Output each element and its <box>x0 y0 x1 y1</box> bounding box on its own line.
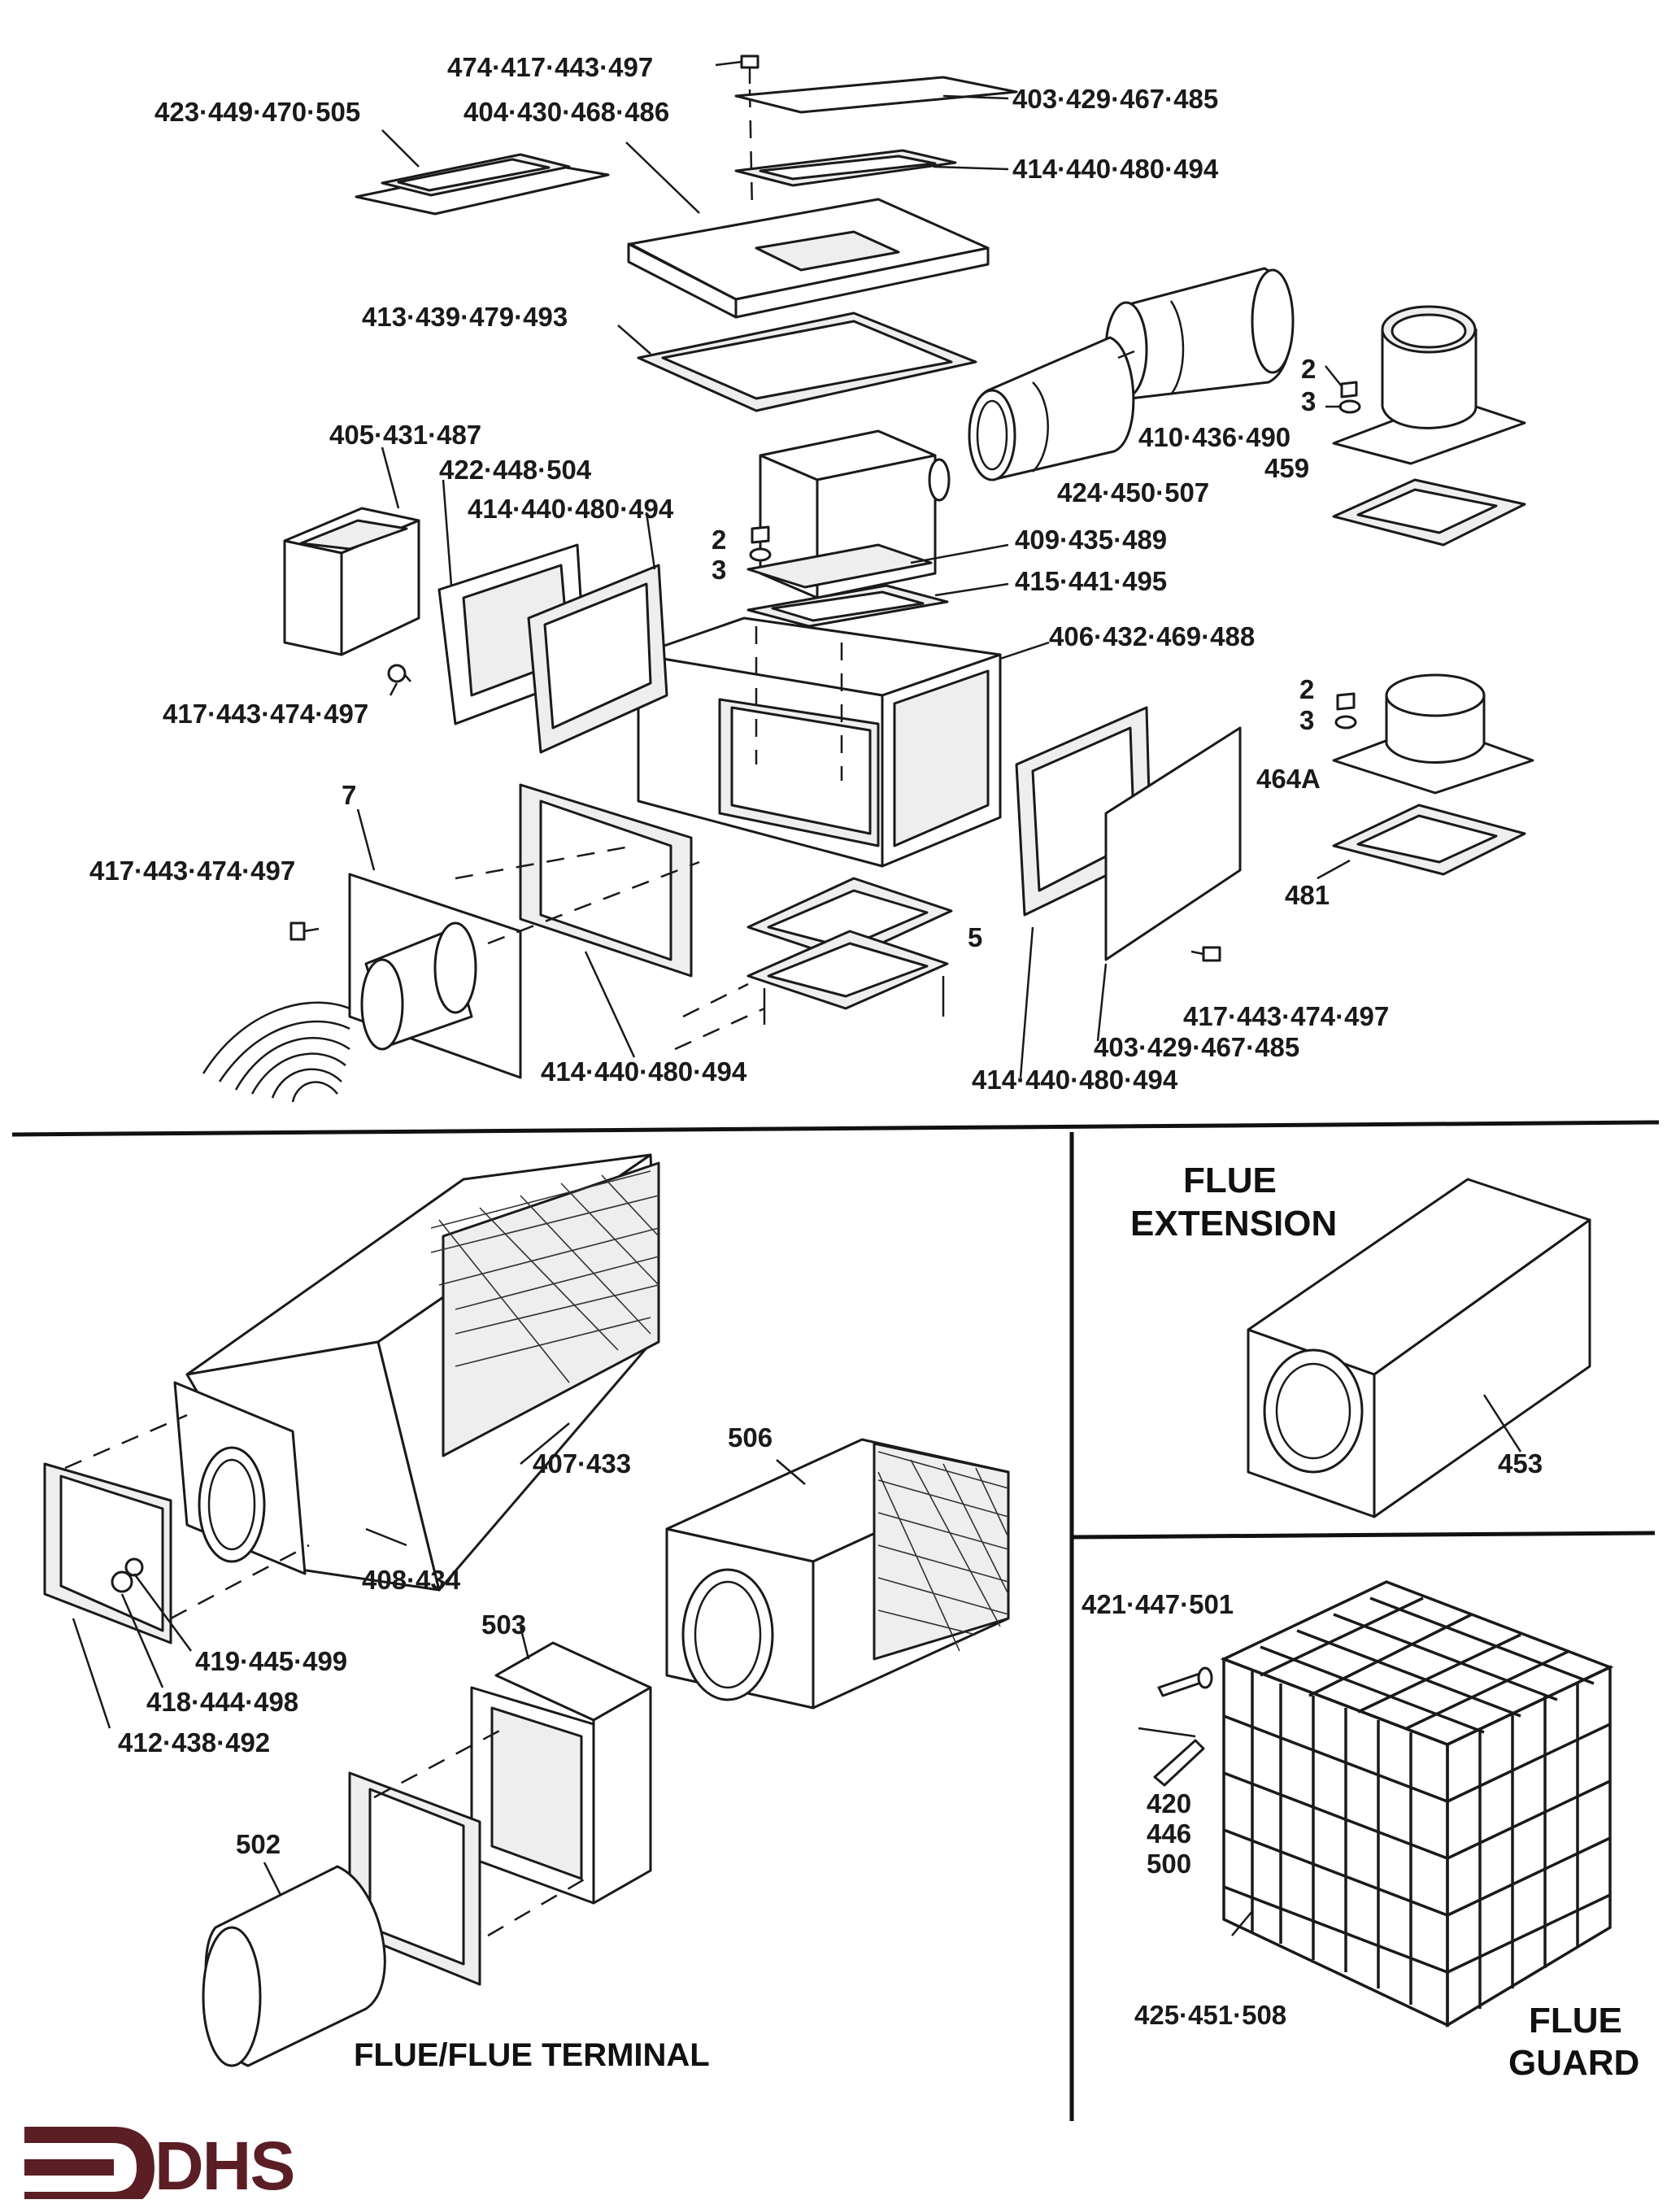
bottom-frame <box>746 877 953 1025</box>
wall-plate <box>43 1462 172 1644</box>
label-frame: 422·448·504 <box>439 455 592 485</box>
side-cover <box>1104 726 1242 961</box>
label-terminal-nut: 419·445·499 <box>195 1646 348 1676</box>
label-top-plate: 404·430·468·486 <box>464 97 670 127</box>
label-terminal-washer: 418·444·498 <box>146 1687 299 1717</box>
dhs-logo-text: DHS <box>155 2128 295 2204</box>
nut-a <box>1340 381 1358 399</box>
flue-guard-title-line1: FLUE <box>1529 2001 1622 2041</box>
label-spigot: 459 <box>1264 453 1310 483</box>
label-bottom-gasket: 481 <box>1285 880 1330 910</box>
bottom-gasket <box>1332 804 1526 876</box>
spigot <box>1332 305 1526 465</box>
label-small-gasket: 414·440·480·494 <box>1012 154 1219 184</box>
label-terminal-pipe: 502 <box>236 1829 281 1859</box>
nut-b <box>751 525 770 544</box>
label-washer-b: 3 <box>712 555 727 585</box>
washer-a <box>1338 399 1361 414</box>
label-fan-plate: 415·441·495 <box>1015 566 1168 596</box>
flue-guard <box>1220 1580 1614 2028</box>
label-open-box: 405·431·487 <box>329 420 482 450</box>
terminal-nut <box>124 1557 144 1577</box>
flue-guard-title-line2: GUARD <box>1508 2043 1640 2083</box>
label-duct: 407·433 <box>533 1448 632 1479</box>
label-left-screw: 417·443·474·497 <box>163 699 369 729</box>
right-divider <box>1071 1531 1656 1540</box>
flue-pipe-adaptor <box>1104 267 1295 400</box>
label-guard-plug-2: 446 <box>1147 1819 1192 1849</box>
label-washer-a: 3 <box>1301 386 1317 416</box>
label-sleeve: 408·434 <box>362 1565 461 1595</box>
label-fan-gasket: 409·435·489 <box>1015 525 1168 555</box>
top-screw <box>715 54 759 84</box>
washer-c <box>1334 715 1357 730</box>
washer-b <box>749 547 772 562</box>
label-collar: 464A <box>1256 764 1321 794</box>
label-nut-a: 2 <box>1301 354 1317 384</box>
fan-plate <box>746 584 949 628</box>
collar <box>1332 673 1534 795</box>
label-large-gasket: 413·439·479·493 <box>362 302 568 332</box>
label-side-cover: 403·429·467·485 <box>1094 1032 1300 1062</box>
label-flue-pipe: 424·450·507 <box>1057 477 1210 507</box>
terminal-washer <box>111 1570 133 1593</box>
label-side-gasket: 414·440·480·494 <box>468 494 674 524</box>
flue-pipe <box>968 336 1135 481</box>
flexible-hose <box>202 1001 350 1103</box>
flue-duct <box>185 1153 660 1592</box>
label-nut-b: 2 <box>712 525 727 555</box>
guard-screw <box>1157 1666 1213 1697</box>
label-guard-plug-3: 500 <box>1147 1849 1192 1879</box>
label-guard: 425·451·508 <box>1134 2000 1287 2030</box>
label-cover-plate: 403·429·467·485 <box>1012 84 1219 114</box>
label-guard-screw: 421·447·501 <box>1082 1589 1234 1619</box>
label-part-7: 7 <box>342 780 357 810</box>
label-adaptor: 410·436·490 <box>1138 422 1291 452</box>
cover-plate <box>734 76 1018 114</box>
label-washer-c: 3 <box>1299 705 1315 735</box>
label-terminal-plate: 423·449·470·505 <box>155 97 361 127</box>
small-gasket <box>734 149 957 187</box>
label-terminal-box: 503 <box>481 1609 527 1640</box>
fan-gasket <box>746 543 933 589</box>
label-rear-gasket: 414·440·480·494 <box>972 1065 1178 1095</box>
flue-terminal-title: FLUE/FLUE TERMINAL <box>354 2037 710 2073</box>
front-plate <box>348 873 522 1079</box>
left-screw <box>387 664 411 683</box>
label-right-screw: 417·443·474·497 <box>1183 1001 1390 1031</box>
terminal-sleeve <box>173 1381 307 1575</box>
label-front-screw: 417·443·474·497 <box>89 856 296 886</box>
housing <box>637 616 1002 868</box>
terminal-plate <box>355 153 610 216</box>
open-box <box>283 507 420 656</box>
nut-c <box>1336 692 1356 711</box>
label-terminal: 506 <box>728 1422 773 1453</box>
label-guard-plug-1: 420 <box>1147 1788 1192 1819</box>
right-screw <box>1190 946 1221 962</box>
label-top-screw: 474·417·443·497 <box>447 52 654 82</box>
flue-extension <box>1247 1178 1591 1518</box>
side-gasket <box>527 564 668 754</box>
label-housing: 406·432·469·488 <box>1049 621 1256 651</box>
flue-terminal <box>665 1438 1010 1710</box>
label-wall-plate: 412·438·492 <box>118 1727 271 1758</box>
flue-extension-title-line2: EXTENSION <box>1130 1204 1338 1244</box>
horizontal-divider <box>11 1120 1660 1137</box>
terminal-box <box>470 1641 652 1905</box>
guard-plug <box>1153 1739 1205 1787</box>
label-part-5: 5 <box>968 922 983 952</box>
terminal-pipe <box>202 1865 386 2067</box>
front-screw <box>289 921 320 941</box>
large-gasket <box>637 311 977 412</box>
label-front-gasket: 414·440·480·494 <box>541 1056 747 1087</box>
flue-extension-title-line1: FLUE <box>1183 1161 1277 1200</box>
label-nut-c: 2 <box>1299 674 1315 704</box>
dhs-logo-mark <box>24 2127 155 2199</box>
front-gasket <box>519 783 693 978</box>
top-plate <box>627 198 990 319</box>
spigot-gasket <box>1332 478 1526 547</box>
label-extension: 453 <box>1498 1448 1543 1479</box>
